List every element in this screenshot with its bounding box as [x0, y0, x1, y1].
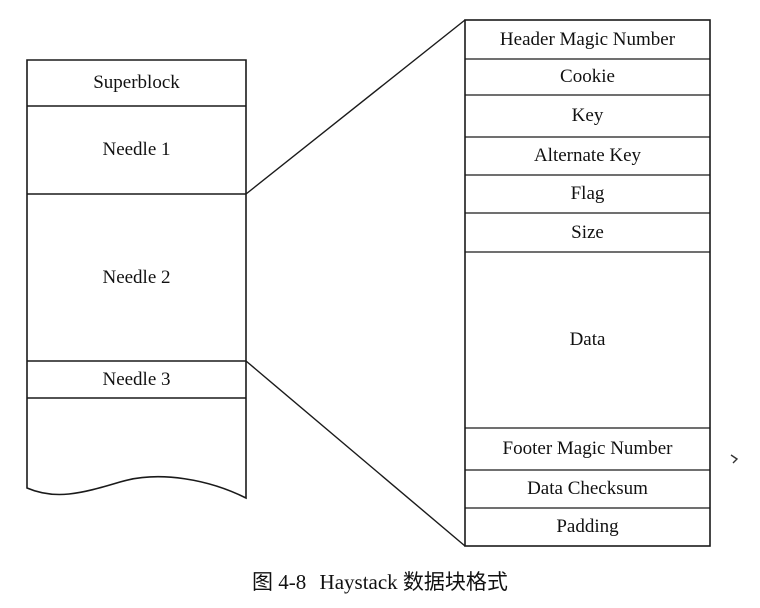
field-data-checksum: Data Checksum	[527, 478, 648, 499]
expand-line-top	[245, 19, 466, 195]
diagram-lines	[26, 19, 739, 547]
needle-2-label: Needle 2	[102, 266, 171, 288]
left-column-outline	[26, 59, 247, 500]
field-header-magic-number: Header Magic Number	[499, 28, 676, 50]
field-cookie: Cookie	[560, 66, 615, 87]
figure-title: Haystack 数据块格式	[319, 570, 508, 594]
field-key: Key	[571, 105, 604, 126]
field-data: Data	[569, 329, 606, 350]
field-padding: Padding	[556, 516, 619, 537]
scan-mark	[730, 454, 739, 464]
right-column-outline	[464, 19, 711, 547]
expand-line-bottom	[245, 360, 466, 547]
needle-3-label: Needle 3	[102, 368, 171, 390]
superblock-label: Superblock	[93, 72, 180, 93]
field-flag: Flag	[570, 183, 605, 204]
field-footer-magic-number: Footer Magic Number	[502, 438, 673, 459]
figure-number: 图 4-8	[252, 570, 307, 594]
figure-caption: 图 4-8 Haystack 数据块格式	[0, 566, 760, 596]
field-size: Size	[571, 221, 604, 243]
needle-1-label: Needle 1	[102, 139, 171, 160]
field-alternate-key: Alternate Key	[533, 145, 642, 166]
